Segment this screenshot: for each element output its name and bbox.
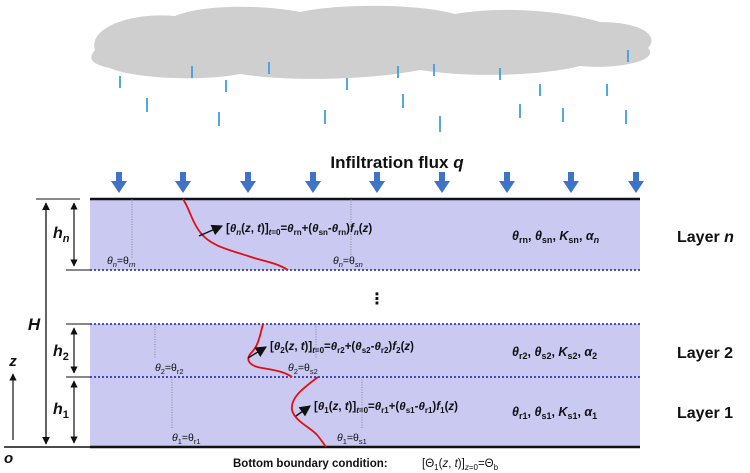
down-arrow-icon [628,172,644,193]
pointer-arrow-2 [247,346,267,359]
residual-label-2: θ2=θr2 [155,362,184,376]
saturated-label-1: θ1=θs1 [337,432,367,446]
saturated-label-n: θn=θsn [333,255,363,269]
down-arrow-icon [111,172,127,193]
layer-name-2: Layer 2 [677,345,733,362]
params-layer-1: θr1, θs1, Ks1, α1 [512,405,597,421]
down-arrow-icon [240,172,256,193]
down-arrow-icon [369,172,385,193]
bottom-boundary-label: Bottom boundary condition: [233,458,388,470]
residual-label-1: θ1=θr1 [172,432,201,446]
initial-condition-n: [θn(z, t)]t=0=θrn+(θsn-θrn)fn(z) [226,223,372,237]
cloud-icon [91,5,652,79]
rain [119,50,629,132]
down-arrow-icon [563,172,579,193]
H-label: H [28,315,41,334]
down-arrow-icon [434,172,450,193]
bottom-boundary-equation: [Θ1(z, t)]z=0=Θb [422,458,499,472]
layer-2-band [90,324,640,377]
infiltration-arrows [111,172,644,193]
down-arrow-icon [175,172,191,193]
z-label: z [8,353,17,370]
pointer-arrow-n [198,224,224,237]
layer-name-1: Layer 1 [677,405,733,422]
down-arrow-icon [499,172,515,193]
h2-label: h2 [53,343,69,363]
saturated-label-2: θ2=θs2 [288,362,318,376]
infiltration-flux-title: Infiltration flux q [330,153,464,172]
initial-profile-curve-1 [291,376,327,448]
initial-condition-2: [θ2(z, t)]t=0=θr2+(θs2-θr2)f2(z) [270,341,414,355]
origin-label: o [4,450,13,467]
initial-profile-curve-n [182,198,289,271]
ellipsis: ⋮ [369,291,385,308]
layer-n-band [90,199,640,270]
down-arrow-icon [305,172,321,193]
h1-label: h1 [53,401,69,421]
params-layer-n: θrn, θsn, Ksn, αn [512,229,600,245]
initial-condition-1: [θ1(z, t)]t=0=θr1+(θs1-θr1)f1(z) [314,401,458,415]
params-layer-2: θr2, θs2, Ks2, α2 [512,345,597,361]
residual-label-n: θn=θrn [107,255,136,269]
initial-profile-curve-2 [247,323,293,378]
pointer-arrow-1 [295,405,311,417]
hn-label: hn [53,225,70,245]
layer-name-n: Layer n [677,229,734,246]
layer-1-band [90,377,640,447]
